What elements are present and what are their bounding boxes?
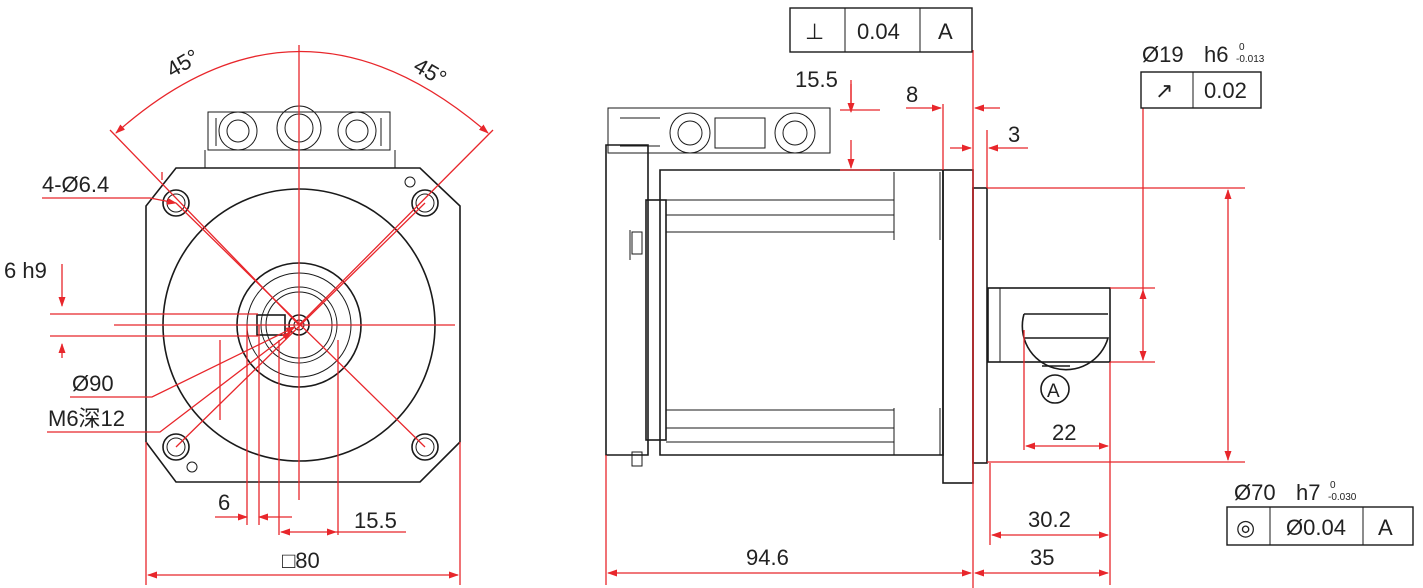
pilot-dia-label: Ø90: [72, 371, 114, 396]
side-connectors: [607, 107, 831, 154]
side-keyway: [1021, 313, 1110, 371]
svg-text:Ø19: Ø19: [1142, 42, 1184, 67]
svg-text:A: A: [938, 19, 953, 44]
key-width-label: 6 h9: [4, 258, 47, 283]
svg-text:0.02: 0.02: [1204, 78, 1247, 103]
concentricity-frame: ◎ Ø0.04 A: [1226, 506, 1414, 546]
svg-text:⊥: ⊥: [805, 19, 824, 44]
shaft-fit-label: Ø19 h6 0 -0.013: [1142, 42, 1265, 67]
runout-frame: ↗ 0.02: [1140, 71, 1262, 109]
shaft-length-label: 35: [1030, 545, 1054, 570]
svg-text:Ø70: Ø70: [1234, 480, 1276, 505]
pilot-length-label: 3: [1008, 122, 1020, 147]
svg-text:-0.030: -0.030: [1328, 492, 1357, 503]
angle-right-label: 45°: [410, 53, 451, 91]
key-to-end-label: 30.2: [1028, 507, 1071, 532]
connector-height-label: 15.5: [795, 67, 838, 92]
key-length-label: 22: [1052, 420, 1076, 445]
svg-text:0.04: 0.04: [857, 19, 900, 44]
side-body-outline: [659, 169, 944, 456]
flange-square-label: □80: [282, 548, 320, 573]
spigot-fit-label: Ø70 h7 0 -0.030: [1234, 480, 1357, 505]
key-offset-label: 6: [218, 490, 230, 515]
svg-text:h7: h7: [1296, 480, 1320, 505]
body-length-label: 94.6: [746, 545, 789, 570]
front-dimension-lines: [42, 45, 494, 585]
perpendicularity-frame: ⊥ 0.04 A: [789, 7, 973, 53]
svg-text:Ø0.04: Ø0.04: [1286, 515, 1346, 540]
svg-text:◎: ◎: [1236, 515, 1255, 540]
mount-holes-label: 4-Ø6.4: [42, 172, 109, 197]
svg-text:A: A: [1378, 515, 1393, 540]
flange-thickness-label: 8: [906, 82, 918, 107]
svg-text:0: 0: [1239, 42, 1245, 53]
side-flange: [942, 169, 974, 484]
side-shaft: [987, 287, 1111, 363]
svg-text:-0.013: -0.013: [1236, 54, 1265, 65]
front-connectors: [204, 105, 396, 169]
svg-text:↗: ↗: [1155, 78, 1173, 103]
datum-a-label: A: [1047, 381, 1060, 402]
key-height-label: 15.5: [354, 508, 397, 533]
svg-text:0: 0: [1330, 480, 1336, 491]
mount-holes: [162, 176, 439, 473]
side-dimension-lines: [605, 50, 1245, 588]
side-pilot: [972, 187, 988, 464]
tapped-hole-label: M6深12: [48, 406, 125, 431]
front-view: 45° 45° 4-Ø6.4 6 h9 Ø90 M6深12 6 15.5 □80: [4, 44, 494, 585]
front-flange-outline: [145, 167, 461, 483]
svg-text:h6: h6: [1204, 42, 1228, 67]
side-view: ⊥ 0.04 A ↗ 0.02 ◎ Ø0.04 A 15.5 8 3 Ø19 h…: [605, 7, 1414, 588]
